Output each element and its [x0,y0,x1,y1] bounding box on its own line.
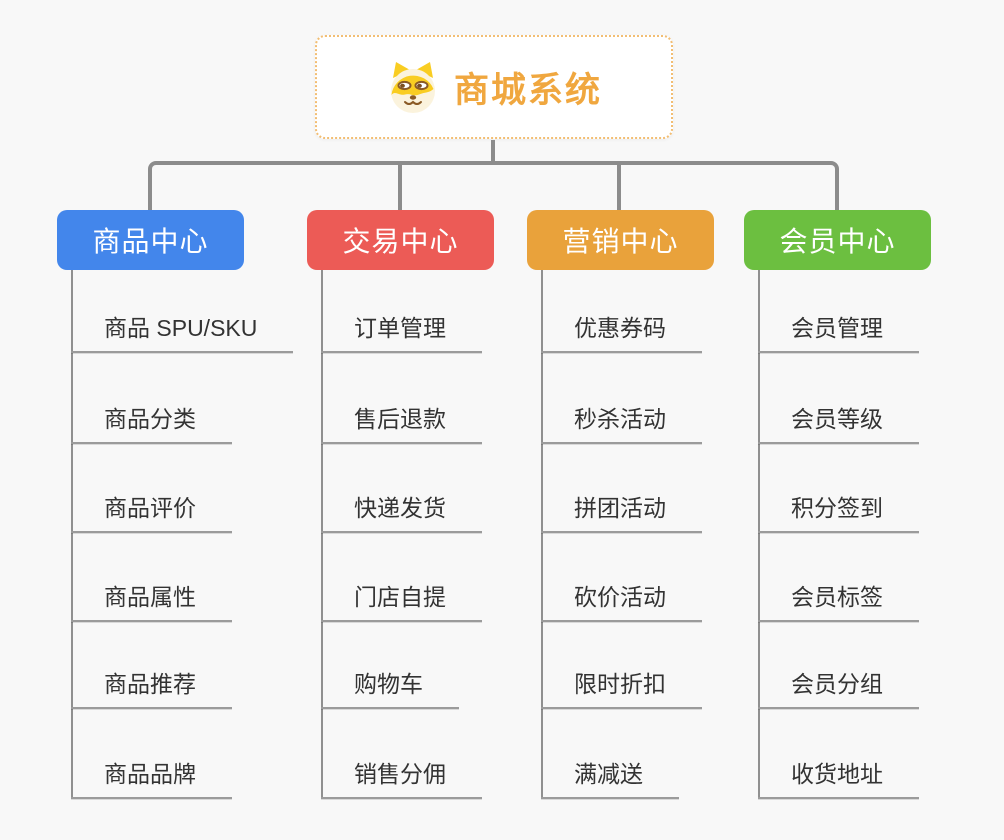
branch-product-center: 商品中心 商品 SPU/SKU 商品分类 商品评价 商品属性 商品推荐 商品品牌 [57,210,294,810]
branch-spine [758,270,760,799]
branch-header-member-center[interactable]: 会员中心 [744,210,931,270]
connector-drop-branch-3 [617,165,621,210]
branch-member-center: 会员中心 会员管理 会员等级 积分签到 会员标签 会员分组 收货地址 [744,210,934,810]
leaf-node[interactable]: 商品分类 [71,404,232,444]
branch-header-product-center[interactable]: 商品中心 [57,210,244,270]
branch-spine [71,270,73,799]
leaf-node[interactable]: 会员等级 [758,404,919,444]
leaf-node[interactable]: 限时折扣 [541,669,702,709]
root-node[interactable]: 商城系统 [315,35,673,139]
leaf-node[interactable]: 商品 SPU/SKU [71,313,294,353]
leaf-node[interactable]: 优惠券码 [541,313,702,353]
root-title: 商城系统 [453,70,602,110]
leaf-node[interactable]: 订单管理 [321,313,482,353]
branch-trade-center: 交易中心 订单管理 售后退款 快递发货 门店自提 购物车 销售分佣 [307,210,497,810]
root-trunk-connector [491,140,495,163]
leaf-node[interactable]: 售后退款 [321,404,482,444]
leaf-node[interactable]: 拼团活动 [541,493,702,533]
leaf-node[interactable]: 秒杀活动 [541,404,702,444]
branch-header-marketing-center[interactable]: 营销中心 [527,210,714,270]
leaf-node[interactable]: 快递发货 [321,493,482,533]
leaf-node[interactable]: 商品评价 [71,493,232,533]
branch-header-trade-center[interactable]: 交易中心 [307,210,494,270]
leaf-node[interactable]: 会员标签 [758,582,919,622]
leaf-node[interactable]: 门店自提 [321,582,482,622]
leaf-node[interactable]: 购物车 [321,669,459,709]
branch-spine [321,270,323,799]
leaf-node[interactable]: 销售分佣 [321,759,482,799]
leaf-node[interactable]: 商品品牌 [71,759,232,799]
dog-face-icon [390,62,435,113]
leaf-node[interactable]: 收货地址 [758,759,919,799]
connector-corner-left [148,161,493,210]
connector-drop-branch-2 [398,165,402,210]
leaf-node[interactable]: 会员管理 [758,313,919,353]
leaf-node[interactable]: 商品属性 [71,582,232,622]
leaf-node[interactable]: 砍价活动 [541,582,702,622]
connector-corner-right [493,161,839,210]
leaf-node[interactable]: 会员分组 [758,669,919,709]
branch-spine [541,270,543,799]
leaf-node[interactable]: 积分签到 [758,493,919,533]
branch-marketing-center: 营销中心 优惠券码 秒杀活动 拼团活动 砍价活动 限时折扣 满减送 [527,210,717,810]
leaf-node[interactable]: 满减送 [541,759,679,799]
leaf-node[interactable]: 商品推荐 [71,669,232,709]
